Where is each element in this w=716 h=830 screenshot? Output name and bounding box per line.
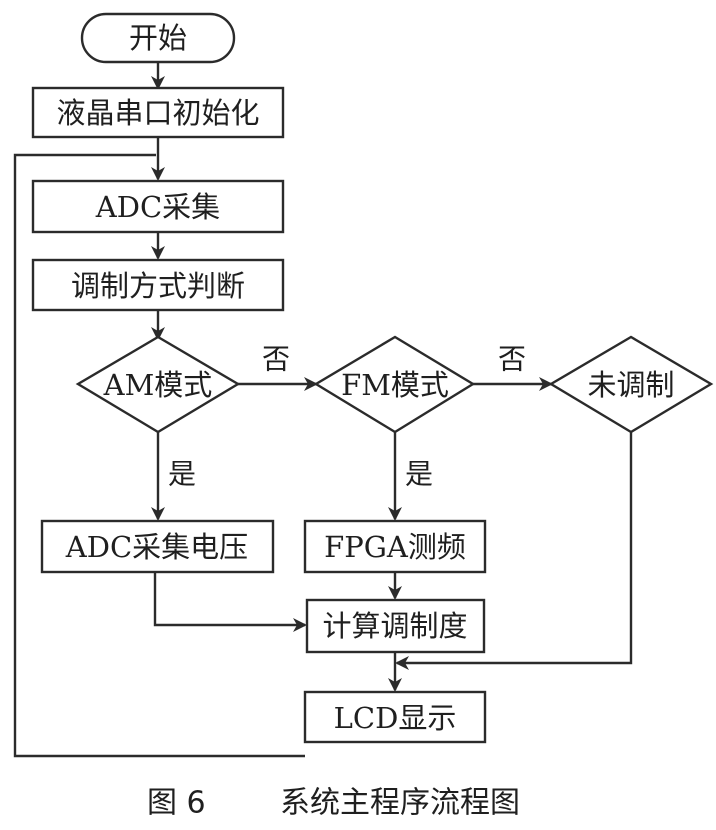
lcd-init-label: 液晶串口初始化 (56, 96, 259, 130)
calc-depth-box (305, 598, 486, 654)
lcd-init-box (31, 86, 285, 139)
unmodulated-diamond (548, 335, 714, 434)
adc-voltage-label: ADC采集电压 (65, 530, 248, 564)
mod-judge-label: 调制方式判断 (71, 269, 245, 303)
start-label: 开始 (129, 21, 187, 55)
lcd-display-box (303, 690, 487, 744)
start-terminator (80, 12, 236, 64)
edge-label-fm-no: 否 (498, 343, 526, 376)
mod-judge-box (31, 258, 285, 312)
fpga-freq-box (303, 519, 487, 574)
lcd-display-label: LCD显示 (334, 701, 457, 735)
arrow-unmod-to-lcd (395, 432, 633, 670)
figure-title: 系统主程序流程图 (280, 786, 520, 821)
arrow-adcvolt-to-calc (153, 572, 307, 632)
edge-label-fm-yes: 是 (405, 458, 433, 491)
adc-voltage-box (40, 519, 275, 574)
figure-number: 图 6 (147, 786, 206, 821)
am-mode-label: AM模式 (103, 368, 213, 402)
edge-label-am-yes: 是 (168, 458, 196, 491)
adc-sample-label: ADC采集 (95, 190, 220, 224)
fm-mode-diamond (313, 335, 476, 434)
fpga-freq-label: FPGA测频 (324, 530, 466, 564)
adc-sample-box (31, 179, 285, 234)
connectors (13, 62, 633, 758)
unmodulated-label: 未调制 (587, 368, 674, 402)
fm-mode-label: FM模式 (341, 368, 449, 402)
arrow-loop-back (13, 153, 305, 758)
calc-depth-label: 计算调制度 (322, 609, 467, 643)
edge-label-am-no: 否 (262, 343, 290, 376)
am-mode-diamond (75, 335, 241, 434)
